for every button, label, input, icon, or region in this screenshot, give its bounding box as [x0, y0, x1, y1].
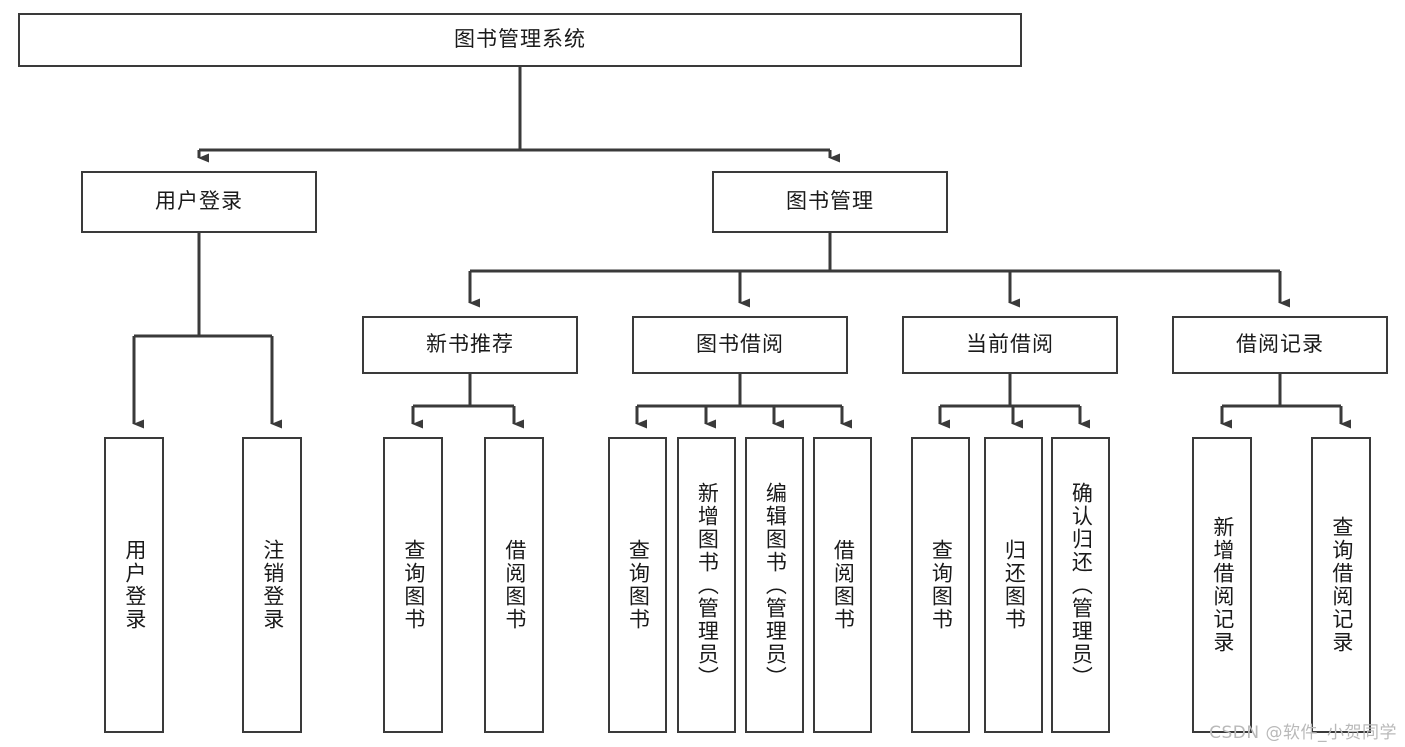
leaf-edit-book-label: 编辑图书（管理员）	[763, 481, 788, 689]
leaf-borrow-book-recommend-label: 借阅图书	[502, 539, 527, 631]
node-new-book-recommend[interactable]: 新书推荐	[362, 316, 578, 374]
leaf-add-borrow-record-label: 新增借阅记录	[1210, 516, 1235, 654]
leaf-return-book-label: 归还图书	[1002, 539, 1027, 631]
leaf-edit-book[interactable]: 编辑图书（管理员）	[745, 437, 804, 733]
node-user-login[interactable]: 用户登录	[81, 171, 317, 233]
leaf-logout-label: 注销登录	[260, 539, 285, 631]
node-root-label: 图书管理系统	[454, 27, 586, 52]
leaf-borrow-book-label: 借阅图书	[831, 539, 856, 631]
leaf-confirm-return-label: 确认归还（管理员）	[1069, 481, 1094, 689]
leaf-add-book[interactable]: 新增图书（管理员）	[677, 437, 736, 733]
node-book-manage-label: 图书管理	[786, 189, 874, 214]
node-user-login-label: 用户登录	[155, 189, 243, 214]
leaf-user-login-label: 用户登录	[122, 539, 147, 631]
leaf-borrow-book[interactable]: 借阅图书	[813, 437, 872, 733]
leaf-query-book-recommend-label: 查询图书	[401, 539, 426, 631]
watermark-text: CSDN @软件_小贺同学	[1209, 723, 1397, 743]
leaf-user-login[interactable]: 用户登录	[104, 437, 164, 733]
node-current-borrow[interactable]: 当前借阅	[902, 316, 1118, 374]
leaf-query-borrow-record[interactable]: 查询借阅记录	[1311, 437, 1371, 733]
node-book-borrow-label: 图书借阅	[696, 332, 784, 357]
node-current-borrow-label: 当前借阅	[966, 332, 1054, 357]
leaf-query-book-current-label: 查询图书	[929, 539, 954, 631]
leaf-logout[interactable]: 注销登录	[242, 437, 302, 733]
node-borrow-record-label: 借阅记录	[1236, 332, 1324, 357]
leaf-add-borrow-record[interactable]: 新增借阅记录	[1192, 437, 1252, 733]
node-root[interactable]: 图书管理系统	[18, 13, 1022, 67]
node-borrow-record[interactable]: 借阅记录	[1172, 316, 1388, 374]
leaf-query-book-borrow[interactable]: 查询图书	[608, 437, 667, 733]
leaf-query-book-current[interactable]: 查询图书	[911, 437, 970, 733]
leaf-confirm-return[interactable]: 确认归还（管理员）	[1051, 437, 1110, 733]
leaf-return-book[interactable]: 归还图书	[984, 437, 1043, 733]
leaf-query-book-recommend[interactable]: 查询图书	[383, 437, 443, 733]
leaf-query-book-borrow-label: 查询图书	[626, 539, 651, 631]
node-book-borrow[interactable]: 图书借阅	[632, 316, 848, 374]
node-new-book-recommend-label: 新书推荐	[426, 332, 514, 357]
leaf-query-borrow-record-label: 查询借阅记录	[1329, 516, 1354, 654]
node-book-manage[interactable]: 图书管理	[712, 171, 948, 233]
leaf-borrow-book-recommend[interactable]: 借阅图书	[484, 437, 544, 733]
leaf-add-book-label: 新增图书（管理员）	[695, 481, 720, 689]
